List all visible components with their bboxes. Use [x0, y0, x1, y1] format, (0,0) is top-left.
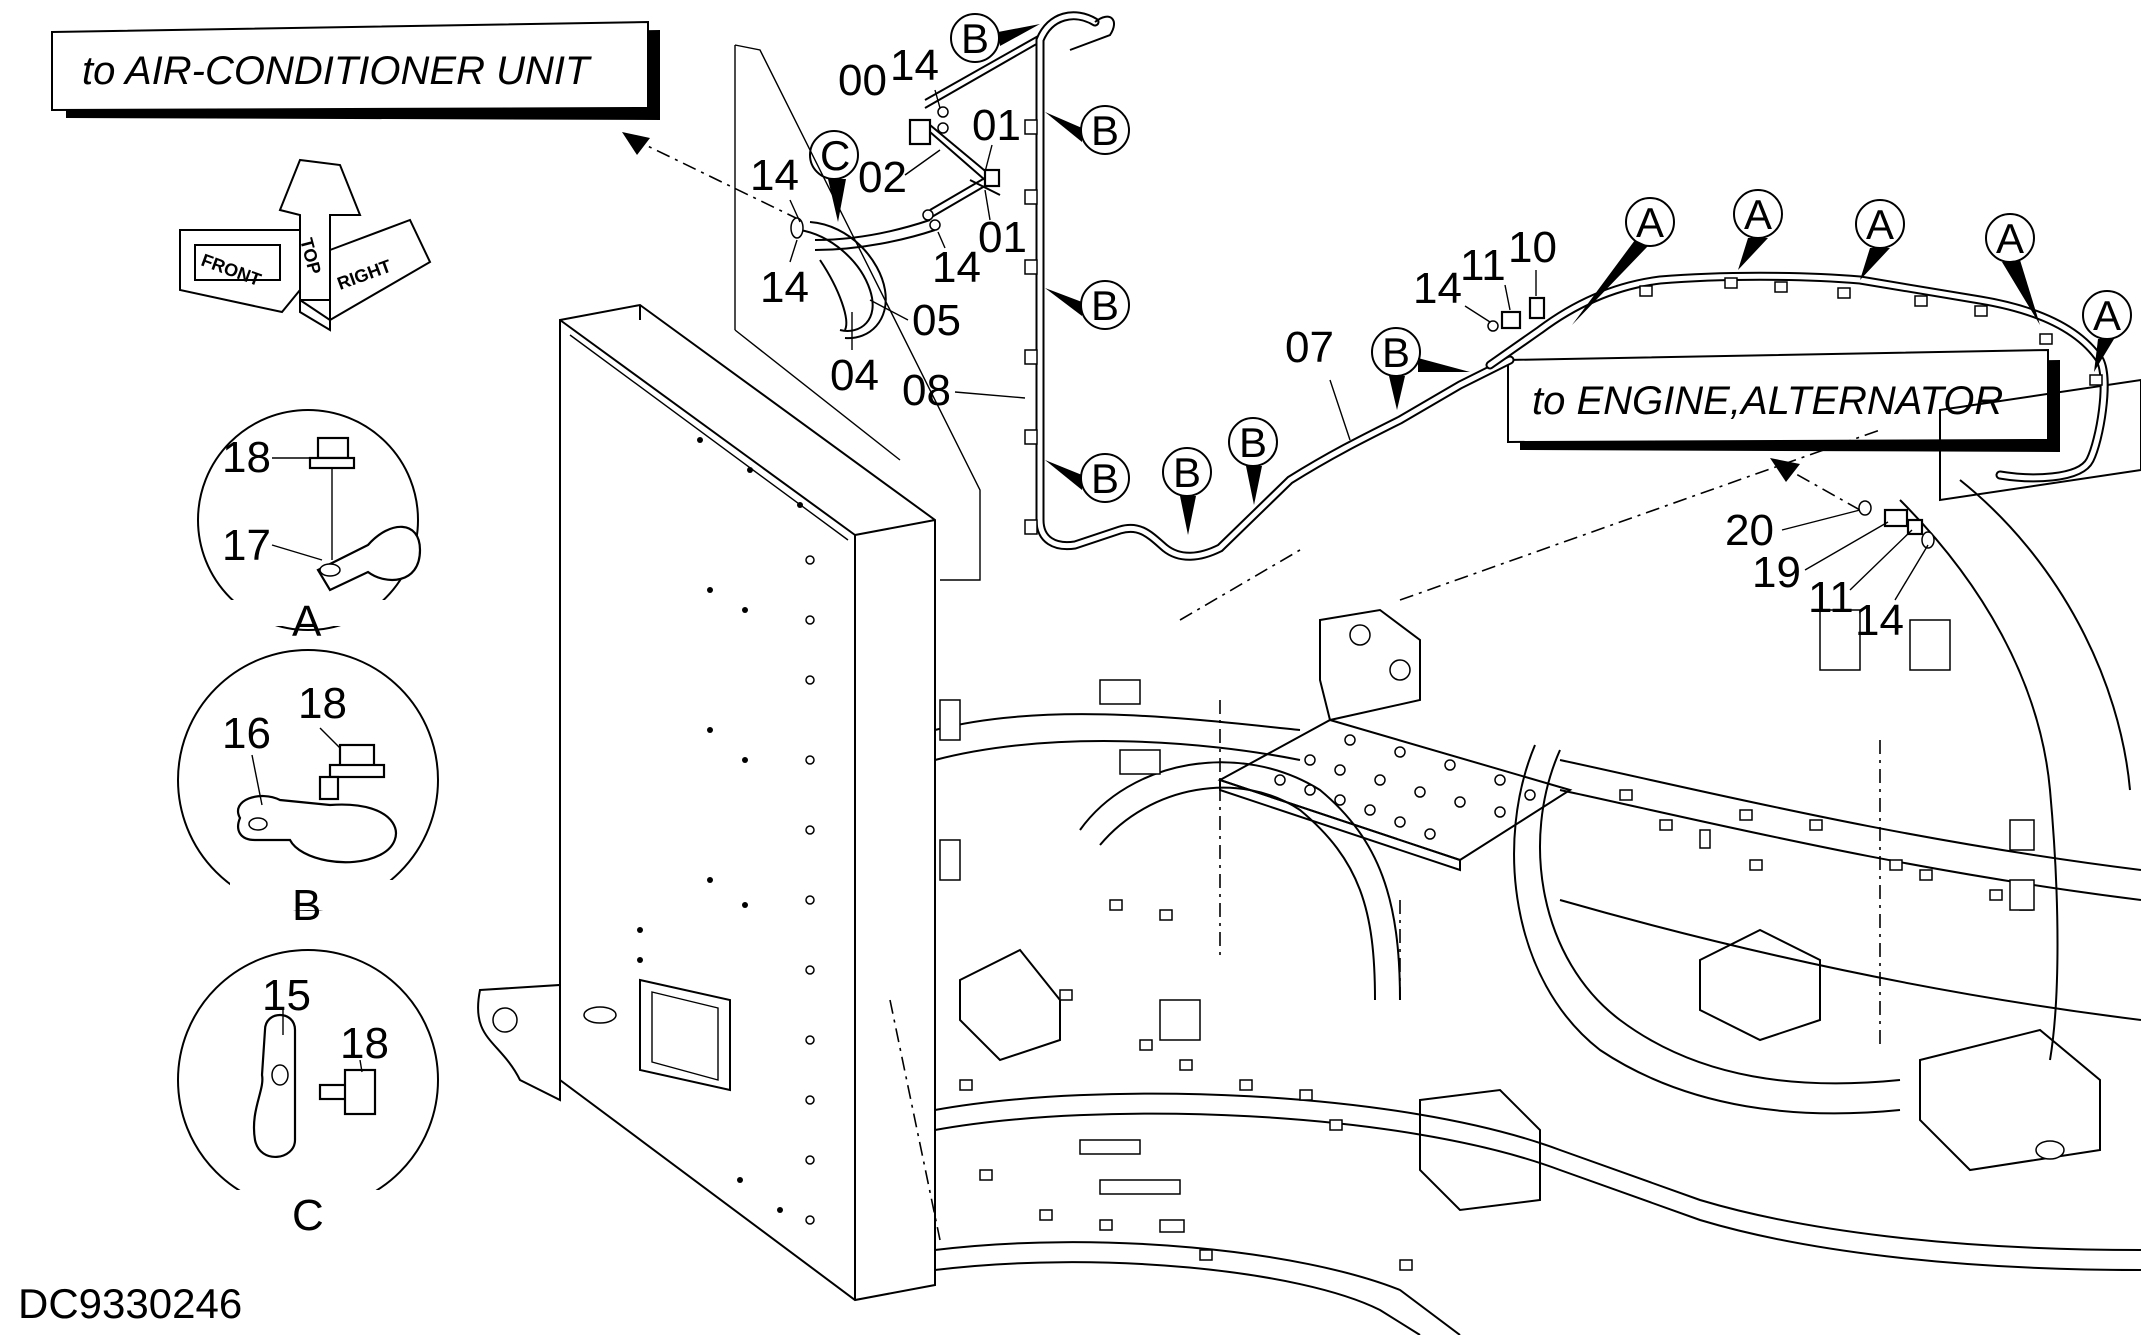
part-00: 00 — [838, 56, 887, 105]
engine-arrow — [1770, 458, 1800, 482]
ac-leader — [624, 134, 801, 221]
air-conditioner-banner: to AIR-CONDITIONER UNIT — [51, 20, 660, 120]
svg-text:B: B — [1091, 282, 1119, 329]
ac-hose-group — [734, 34, 1041, 581]
part-11b: 11 — [1808, 573, 1854, 622]
svg-text:B: B — [1382, 329, 1410, 376]
svg-text:B: B — [1091, 455, 1119, 502]
a-balloon-2: A — [1733, 189, 1783, 270]
part-04: 04 — [830, 351, 879, 400]
part-number-labels: 00 14 01 02 14 01 14 14 05 04 08 07 14 1… — [750, 41, 1929, 645]
b-balloon-2: B — [1045, 105, 1130, 155]
side-panel — [559, 303, 936, 1302]
a-balloon-3: A — [1855, 199, 1905, 280]
detail-c-bolt-number: 18 — [340, 1019, 389, 1068]
callout-balloons: B B B B B B B C A A A A A — [809, 13, 2132, 535]
b-balloon-6: B — [1228, 417, 1278, 505]
b-balloon-4: B — [1045, 453, 1130, 503]
svg-text:A: A — [1636, 199, 1664, 246]
part-02: 02 — [858, 153, 907, 202]
front-label: FRONT — [199, 250, 264, 290]
c-balloon: C — [809, 130, 859, 222]
hose-07 — [1485, 271, 2109, 483]
detail-a-bolt-number: 18 — [222, 433, 271, 482]
part-08: 08 — [902, 366, 951, 415]
part-10: 10 — [1508, 223, 1557, 272]
air-conditioner-label: to AIR-CONDITIONER UNIT — [82, 49, 592, 93]
part-19: 19 — [1752, 548, 1801, 597]
a-balloon-5: A — [2082, 290, 2132, 372]
part-14c: 14 — [932, 243, 981, 292]
part-14a: 14 — [890, 41, 939, 90]
b-balloon-1: B — [950, 13, 1040, 63]
part-14f: 14 — [1855, 596, 1904, 645]
svg-text:A: A — [2093, 292, 2121, 339]
part-01a: 01 — [972, 101, 1021, 150]
b-balloon-5: B — [1162, 447, 1212, 535]
svg-text:C: C — [820, 132, 850, 179]
part-11a: 11 — [1460, 241, 1506, 290]
engine-banner: to ENGINE,ALTERNATOR — [1507, 348, 2060, 452]
drawing-id: DC9330246 — [18, 1280, 242, 1327]
svg-text:B: B — [961, 15, 989, 62]
detail-view-a: A 18 17 — [197, 409, 430, 646]
hose-08 — [1024, 11, 1515, 561]
plate-holes — [1274, 734, 1536, 840]
direction-indicator: FRONT TOP RIGHT — [179, 158, 432, 332]
part-14b: 14 — [750, 151, 799, 200]
part-07: 07 — [1285, 323, 1334, 372]
part-05: 05 — [912, 296, 961, 345]
panel-holes — [637, 437, 815, 1225]
detail-view-c: C 15 18 — [177, 949, 439, 1240]
svg-text:B: B — [1091, 107, 1119, 154]
engine-label: to ENGINE,ALTERNATOR — [1532, 379, 2003, 423]
fittings — [1487, 296, 1935, 549]
svg-text:A: A — [1866, 201, 1894, 248]
bolt-18-a — [316, 436, 350, 460]
detail-b-clamp-number: 16 — [222, 709, 271, 758]
part-14e: 14 — [1413, 264, 1462, 313]
detail-a-title: A — [292, 597, 322, 646]
b-balloon-3: B — [1045, 280, 1130, 330]
part-14d: 14 — [760, 263, 809, 312]
detail-a-clamp-number: 17 — [222, 521, 271, 570]
detail-c-title: C — [292, 1191, 324, 1240]
b-balloon-7: B — [1371, 327, 1470, 410]
svg-text:A: A — [1744, 191, 1772, 238]
detail-b-title: B — [292, 881, 321, 930]
svg-text:B: B — [1239, 419, 1267, 466]
main-frame — [477, 378, 2141, 1335]
part-01b: 01 — [978, 213, 1027, 262]
a-balloon-4: A — [1985, 213, 2040, 325]
frame-clips — [939, 609, 2035, 1271]
detail-view-b: B 16 18 — [177, 649, 439, 930]
svg-text:B: B — [1173, 449, 1201, 496]
ac-arrow — [622, 132, 650, 155]
svg-text:A: A — [1996, 215, 2024, 262]
detail-c-clamp-number: 15 — [262, 971, 311, 1020]
detail-b-bolt-number: 18 — [298, 679, 347, 728]
part-20: 20 — [1725, 506, 1774, 555]
a-balloon-1: A — [1572, 197, 1675, 325]
